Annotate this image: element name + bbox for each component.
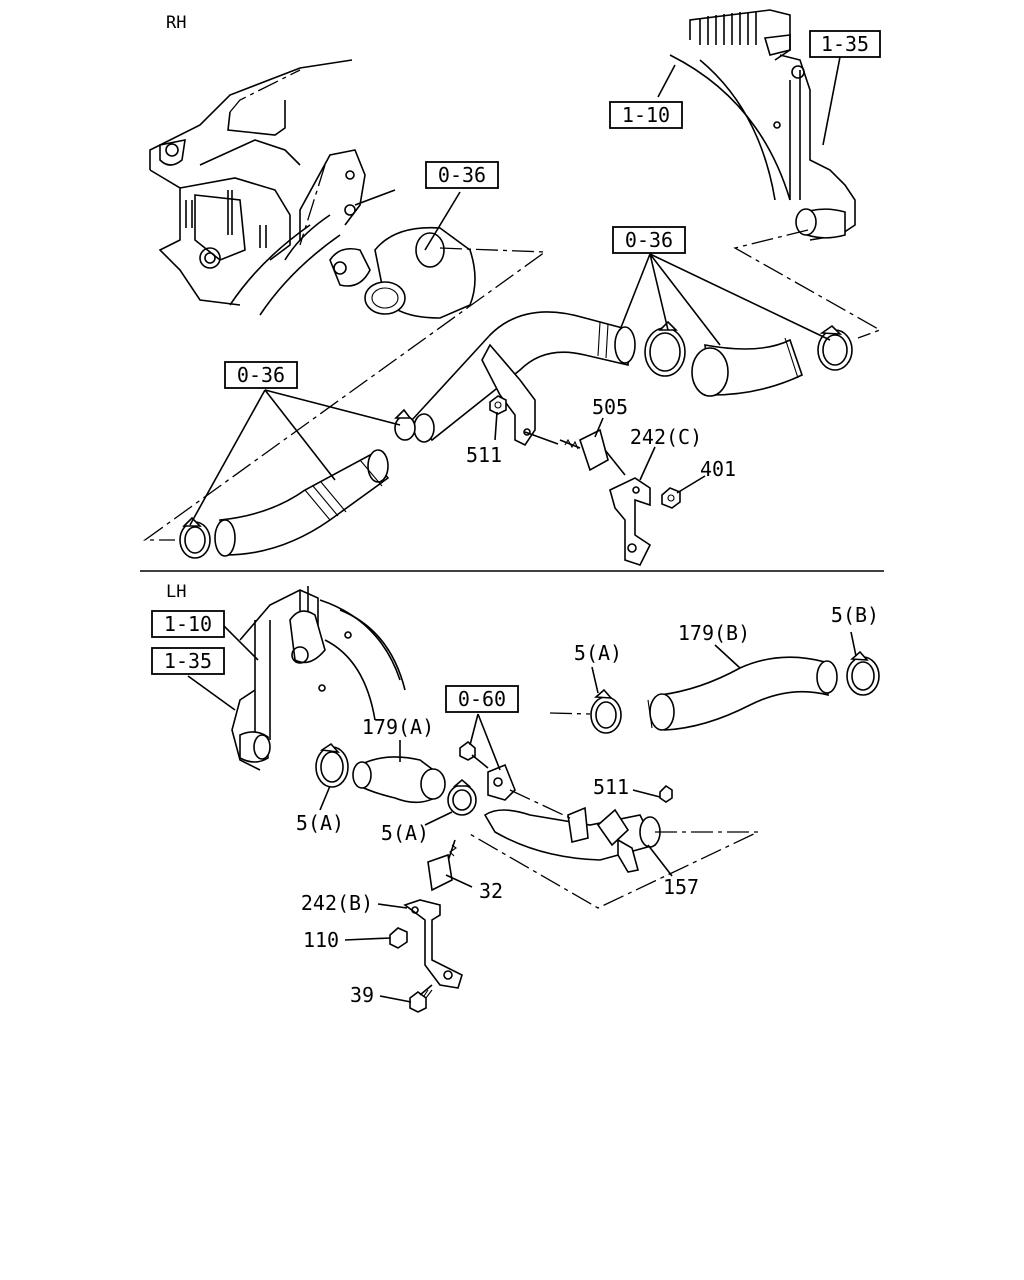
leader-lh-157 xyxy=(647,844,673,877)
hose-rh-left xyxy=(214,449,390,557)
callout-lh-179a: 179(A) xyxy=(362,715,434,739)
callout-lh-5a-mid: 5(A) xyxy=(381,821,429,845)
leader-rh-511 xyxy=(494,411,498,441)
leader-lh-0-60 xyxy=(469,713,501,771)
nut-401 xyxy=(661,487,681,509)
refline-rh-engine xyxy=(142,247,547,541)
bracket-0-60 xyxy=(487,763,516,801)
callout-rh-401: 401 xyxy=(700,457,736,481)
intercooler-drawing-rh xyxy=(669,9,856,241)
bracket-242c xyxy=(609,477,652,566)
clamp-rh-1 xyxy=(644,320,686,377)
leader-rh-401 xyxy=(676,475,706,494)
leader-lh-179b xyxy=(714,644,741,669)
ref-label-rh-0-36-engine: 0-36 xyxy=(438,163,486,187)
clamp-rh-3 xyxy=(394,408,416,441)
callout-lh-32: 32 xyxy=(479,879,503,903)
section-label-rh: RH xyxy=(166,13,186,33)
ref-label-lh-1-35: 1-35 xyxy=(164,649,212,673)
callout-rh-505: 505 xyxy=(592,395,628,419)
callout-lh-5a-top: 5(A) xyxy=(574,641,622,665)
refline-lh-bracket xyxy=(509,789,571,819)
leader-lh-1-10 xyxy=(221,623,259,661)
pipe-bracket-rh xyxy=(481,343,559,447)
clamp-lh-5a-top xyxy=(590,688,622,734)
hose-rh-right xyxy=(691,337,803,397)
pipe-157 xyxy=(483,806,661,873)
callout-rh-242c: 242(C) xyxy=(630,425,702,449)
intake-pipe-rh xyxy=(410,311,636,443)
ref-box-rh-0-36-left xyxy=(224,361,298,389)
leader-lh-1-35 xyxy=(187,675,236,711)
leader-rh-1-10 xyxy=(657,64,676,98)
ref-box-rh-1-10 xyxy=(609,101,683,129)
ref-box-lh-1-35 xyxy=(151,647,225,675)
intercooler-drawing-lh xyxy=(231,586,406,771)
leader-lh-32 xyxy=(445,874,473,888)
ref-box-rh-0-36-engine xyxy=(425,161,499,189)
callout-lh-39: 39 xyxy=(350,983,374,1007)
nut-110 xyxy=(389,927,408,949)
ref-box-lh-1-10 xyxy=(151,610,225,638)
rubber-mount-505 xyxy=(559,428,626,476)
rubber-mount-32 xyxy=(427,839,457,892)
ref-label-rh-0-36-left: 0-36 xyxy=(237,363,285,387)
leader-rh-505 xyxy=(594,417,604,438)
bolt-39 xyxy=(409,984,433,1013)
refline-lh-pipe xyxy=(467,831,759,909)
callout-lh-242b: 242(B) xyxy=(301,891,373,915)
engine-block-drawing xyxy=(149,59,396,316)
callout-rh-511: 511 xyxy=(466,443,502,467)
clamp-lh-5b xyxy=(846,650,880,696)
clamp-lh-5a-mid xyxy=(447,778,477,816)
bolt-0-60-a xyxy=(459,740,489,769)
hose-179b xyxy=(647,656,838,731)
ref-box-rh-0-36-right xyxy=(612,226,686,254)
ref-label-lh-0-60: 0-60 xyxy=(458,687,506,711)
leader-rh-1-35 xyxy=(822,56,841,146)
bracket-242b xyxy=(403,899,463,989)
clamp-rh-4 xyxy=(179,516,211,559)
turbo-outlet-drawing xyxy=(329,226,476,319)
leader-lh-242b xyxy=(377,903,408,909)
ref-label-rh-1-35: 1-35 xyxy=(821,32,869,56)
hose-179a xyxy=(352,756,446,804)
section-label-lh: LH xyxy=(166,582,186,602)
callout-lh-157: 157 xyxy=(663,875,699,899)
refline-lh-top xyxy=(549,712,591,715)
clamp-rh-2 xyxy=(817,324,853,371)
leader-lh-39 xyxy=(379,995,412,1003)
ref-label-lh-1-10: 1-10 xyxy=(164,612,212,636)
leader-rh-0-36-right xyxy=(619,253,831,346)
ref-box-lh-0-60 xyxy=(445,685,519,713)
callout-lh-110: 110 xyxy=(303,928,339,952)
nut-511-rh xyxy=(489,395,507,415)
nut-511-lh xyxy=(659,784,673,803)
callout-lh-179b: 179(B) xyxy=(678,621,750,645)
callout-lh-511: 511 xyxy=(593,775,629,799)
leader-rh-0-36-left xyxy=(189,389,401,526)
clamp-lh-5a-left xyxy=(315,742,349,788)
leader-lh-5a-left xyxy=(319,785,331,811)
ref-label-rh-0-36-right: 0-36 xyxy=(625,228,673,252)
leader-lh-5a-top xyxy=(591,666,599,694)
leader-lh-110 xyxy=(344,937,391,941)
leader-rh-242c xyxy=(639,446,656,481)
leader-lh-5a-mid xyxy=(424,811,453,826)
callout-lh-5a-left: 5(A) xyxy=(296,811,344,835)
refline-rh-radiator xyxy=(733,229,882,339)
ref-box-rh-1-35 xyxy=(809,30,881,58)
callout-lh-5b: 5(B) xyxy=(831,603,879,627)
ref-label-rh-1-10: 1-10 xyxy=(622,103,670,127)
leader-rh-0-36-engine xyxy=(424,191,461,251)
leader-lh-511 xyxy=(632,789,661,798)
leader-lh-5b xyxy=(850,631,857,657)
